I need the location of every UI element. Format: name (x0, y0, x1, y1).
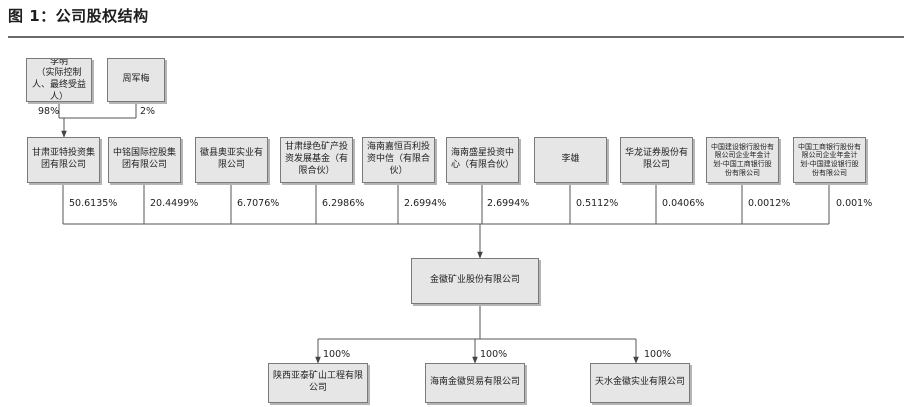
shareholder-box-6: 海南盛星投资中心（有限合伙） (446, 137, 519, 183)
shareholder-box-3: 徽县奥亚实业有限公司 (195, 137, 268, 183)
top-shareholder-pct-2: 2% (140, 106, 156, 117)
shareholder-pct-8: 0.0406% (662, 198, 705, 209)
shareholder-box-1: 甘肃亚特投资集团有限公司 (27, 137, 100, 183)
shareholder-box-2: 中铭国际控股集团有限公司 (108, 137, 181, 183)
company-box: 金徽矿业股份有限公司 (411, 258, 539, 304)
title-divider (8, 36, 904, 38)
subsidiary-box-3: 天水金徽实业有限公司 (590, 363, 690, 403)
shareholder-pct-7: 0.5112% (576, 198, 619, 209)
shareholder-box-5: 海南嘉恒百利投资中信（有限合伙） (362, 137, 435, 183)
subsidiary-box-1: 陕西亚泰矿山工程有限公司 (268, 363, 368, 403)
shareholder-pct-3: 6.7076% (237, 198, 280, 209)
shareholder-pct-10: 0.001% (836, 198, 873, 209)
shareholder-name: 海南盛星投资中心（有限合伙） (450, 148, 514, 170)
shareholder-pct-5: 2.6994% (404, 198, 447, 209)
shareholder-name: 华龙证券股份有限公司 (624, 148, 688, 170)
shareholder-box-10: 中国工商银行股份有限公司企业年金计划-中国建设银行股份有限公司 (793, 137, 866, 183)
shareholder-box-8: 华龙证券股份有限公司 (620, 137, 693, 183)
subsidiary-pct-1: 100% (323, 349, 351, 360)
top-shareholder-pct-1: 98% (38, 106, 60, 117)
shareholder-name: 海南嘉恒百利投资中信（有限合伙） (366, 142, 430, 176)
top-shareholder-box-2: 周军梅 (107, 58, 165, 102)
shareholder-box-9: 中国建设银行股份有限公司企业年金计划-中国工商银行股份有限公司 (706, 137, 779, 183)
subsidiary-pct-2: 100% (480, 349, 508, 360)
shareholder-box-4: 甘肃绿色矿产投资发展基金（有限合伙） (280, 137, 353, 183)
shareholder-name: 徽县奥亚实业有限公司 (199, 148, 263, 170)
shareholder-name: 甘肃亚特投资集团有限公司 (31, 148, 95, 170)
subsidiary-box-2: 海南金徽贸易有限公司 (425, 363, 525, 403)
shareholder-name: 中铭国际控股集团有限公司 (112, 148, 176, 170)
shareholder-name: 甘肃绿色矿产投资发展基金（有限合伙） (284, 142, 348, 176)
subsidiary-pct-3: 100% (644, 349, 672, 360)
figure-title: 图 1：公司股权结构 (8, 7, 149, 25)
top-shareholder-name: 周军梅 (122, 74, 150, 85)
shareholder-pct-9: 0.0012% (748, 198, 791, 209)
shareholder-name: 中国建设银行股份有限公司企业年金计划-中国工商银行股份有限公司 (711, 142, 774, 177)
top-shareholder-box-1: 李明 （实际控制人、最终受益人） (26, 58, 92, 102)
shareholder-name: 中国工商银行股份有限公司企业年金计划-中国建设银行股份有限公司 (798, 142, 861, 177)
shareholder-pct-4: 6.2986% (322, 198, 365, 209)
subsidiary-name: 陕西亚泰矿山工程有限公司 (272, 371, 363, 393)
subsidiary-name: 海南金徽贸易有限公司 (429, 377, 520, 388)
top-shareholder-name: 李明 （实际控制人、最终受益人） (31, 58, 86, 102)
shareholder-pct-2: 20.4499% (150, 198, 199, 209)
shareholder-pct-6: 2.6994% (487, 198, 530, 209)
subsidiary-name: 天水金徽实业有限公司 (594, 377, 685, 388)
company-name: 金徽矿业股份有限公司 (429, 275, 520, 286)
shareholder-name: 李雄 (561, 154, 580, 165)
shareholder-box-7: 李雄 (534, 137, 607, 183)
shareholder-pct-1: 50.6135% (69, 198, 118, 209)
